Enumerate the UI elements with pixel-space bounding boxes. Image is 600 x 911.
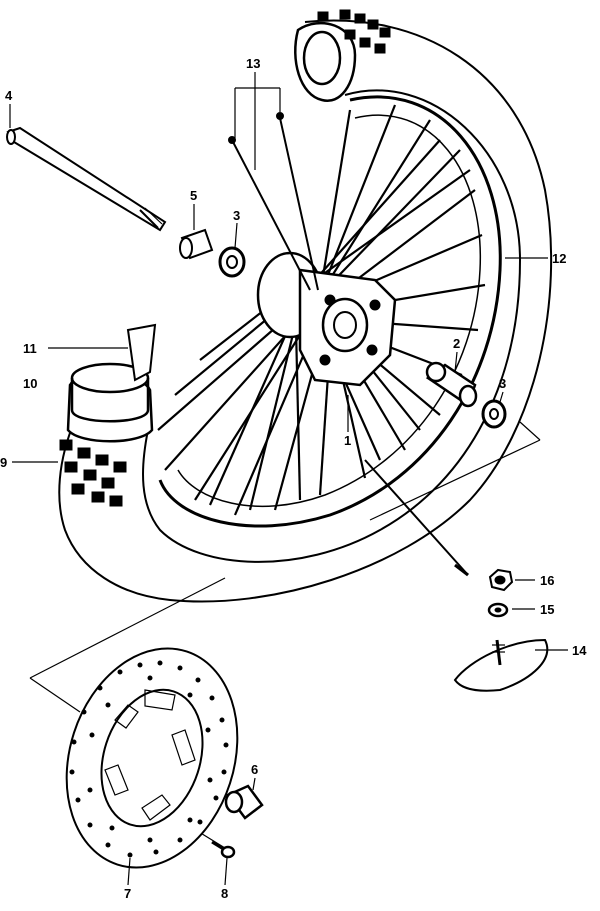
bearing-left — [218, 246, 246, 278]
callout-7: 7 — [124, 886, 131, 901]
tire — [58, 9, 553, 603]
brake-disc-7 — [65, 647, 239, 869]
callout-3-right: 3 — [499, 376, 506, 391]
hub — [256, 251, 397, 387]
callout-2: 2 — [453, 336, 460, 351]
tire-tread-top — [317, 9, 391, 54]
callout-8: 8 — [221, 886, 228, 901]
disc-drill-holes — [69, 660, 229, 858]
washer-15 — [487, 602, 509, 618]
rim-lock-14 — [453, 638, 549, 692]
callout-14: 14 — [572, 643, 587, 658]
callout-12: 12 — [552, 251, 566, 266]
callout-9: 9 — [0, 455, 7, 470]
spacer-5 — [179, 228, 214, 260]
callout-16: 16 — [540, 573, 554, 588]
callout-1: 1 — [344, 433, 351, 448]
callout-6: 6 — [251, 762, 258, 777]
nut-16 — [488, 568, 514, 592]
callout-4: 4 — [5, 88, 13, 103]
callout-labels: 1 2 3 3 4 5 6 7 8 9 10 11 12 13 14 15 16 — [0, 56, 587, 901]
valve-stem — [364, 459, 469, 577]
callout-11: 11 — [23, 341, 37, 356]
callout-15: 15 — [540, 602, 554, 617]
callout-13: 13 — [246, 56, 260, 71]
front-axle — [6, 126, 167, 232]
disc-bolt-8 — [211, 840, 236, 859]
spacer-6 — [224, 784, 264, 820]
callout-5: 5 — [190, 188, 197, 203]
spoke-nipples — [228, 112, 319, 291]
spacer-2 — [425, 361, 478, 408]
rim-band — [126, 323, 157, 382]
spokes — [157, 104, 486, 516]
callout-10: 10 — [23, 376, 37, 391]
leader-lines — [9, 72, 568, 886]
callout-3-left: 3 — [233, 208, 240, 223]
inner-tube-section — [70, 362, 150, 423]
bearing-right — [481, 399, 507, 429]
tire-tread-left — [59, 439, 127, 507]
